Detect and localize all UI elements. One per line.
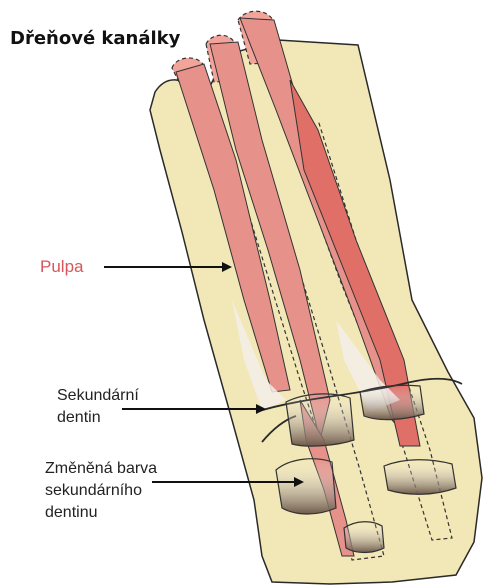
label-zmen-line-2: sekundárního <box>45 480 157 502</box>
secondary-dentin-3 <box>276 459 336 514</box>
diagram-title: Dřeňové kanálky <box>10 28 180 49</box>
secondary-dentin-1 <box>286 394 354 446</box>
secondary-dentin-5 <box>344 522 384 553</box>
secondary-dentin-2 <box>360 385 424 419</box>
label-zmen-line-3: dentinu <box>45 502 157 524</box>
label-zmen-line-1: Změněná barva <box>45 458 157 480</box>
label-sek-line-1: Sekundární <box>57 385 139 407</box>
label-zmenena-barva: Změněná barva sekundárního dentinu <box>45 458 157 524</box>
secondary-dentin-4 <box>384 460 456 495</box>
label-pulpa-text: Pulpa <box>40 256 83 278</box>
label-sek-line-2: dentin <box>57 407 139 429</box>
label-sekundarni-dentin: Sekundární dentin <box>57 385 139 429</box>
label-pulpa: Pulpa <box>40 256 83 278</box>
